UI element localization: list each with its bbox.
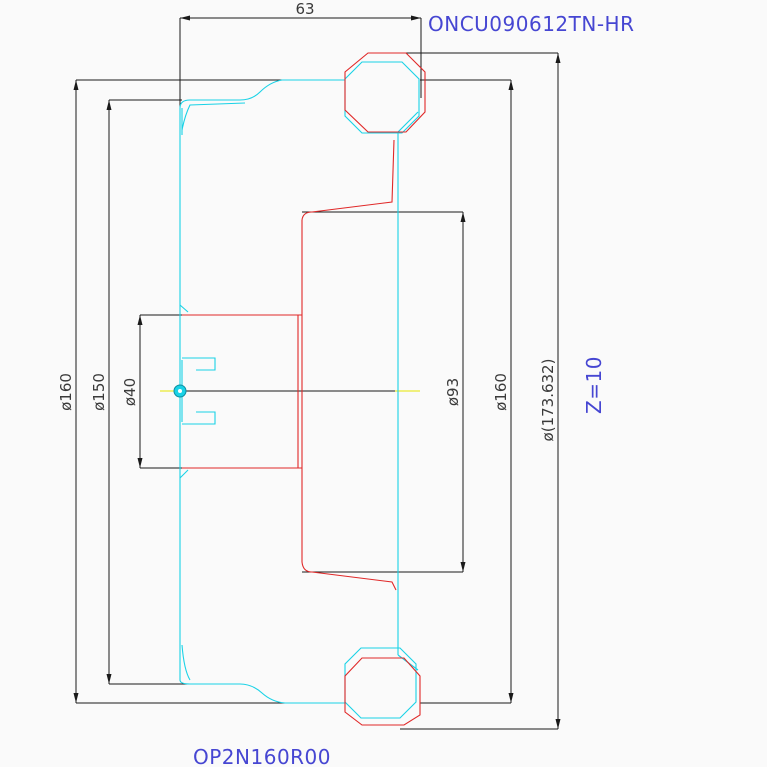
teeth-count-label: Z=10 [582,356,606,414]
dimension-d160-right: ø160 [420,79,514,704]
dimension-d173-text: ø(173.632) [539,359,557,442]
tool-code-label: OP2N160R00 [193,745,331,767]
dimension-63-text: 63 [295,0,314,18]
bottom-insert-red [344,657,421,726]
center-line [160,380,420,402]
dimension-d160-right-text: ø160 [492,373,510,411]
dimension-d160-left-text: ø160 [57,373,75,411]
top-insert-red [344,52,426,133]
dimension-d150-text: ø150 [90,373,108,411]
insert-outline-red [182,52,426,726]
tool-body-outline [173,61,420,719]
dimension-d93: ø93 [302,211,466,573]
dimension-d150: ø150 [90,99,200,685]
dimension-d93-text: ø93 [444,378,462,406]
dimension-d40-text: ø40 [121,378,139,406]
dimension-d173: ø(173.632) [370,52,561,730]
insert-code-label: ONCU090612TN-HR [428,12,634,36]
dimension-d40: ø40 [121,314,182,469]
